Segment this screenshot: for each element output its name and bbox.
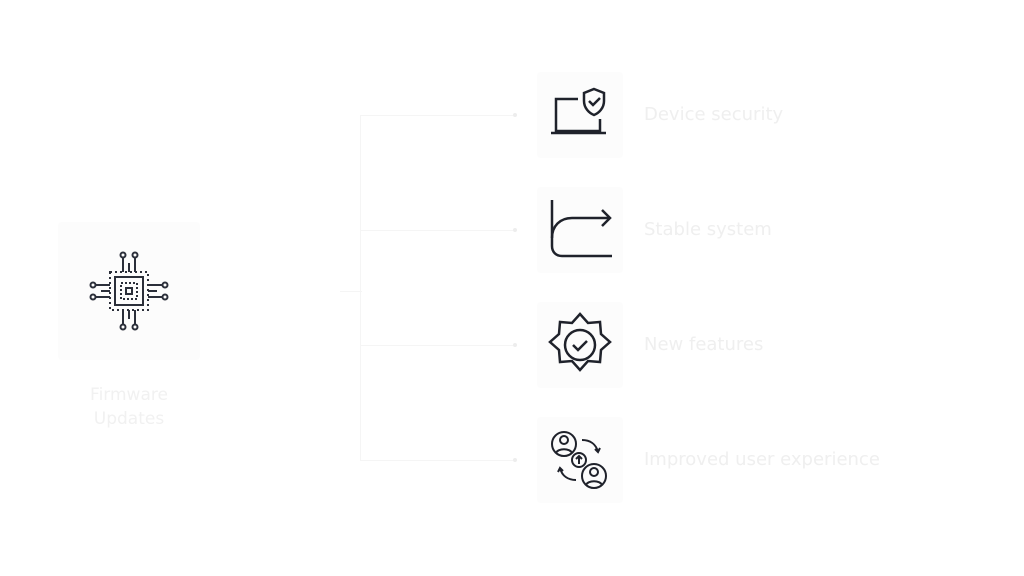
hub-label: Firmware Updates bbox=[58, 383, 200, 431]
connector-dot bbox=[513, 113, 517, 117]
connector-branch-3 bbox=[360, 345, 515, 346]
connector-trunk bbox=[340, 291, 362, 292]
item-device-security bbox=[537, 72, 623, 158]
item-label: Improved user experience bbox=[644, 449, 880, 470]
connector-branch-4 bbox=[360, 460, 515, 461]
connector-branch-1 bbox=[360, 115, 515, 116]
connector-dot bbox=[513, 343, 517, 347]
item-improved-ux bbox=[537, 417, 623, 503]
connector-dot bbox=[513, 458, 517, 462]
item-new-features bbox=[537, 302, 623, 388]
item-label: New features bbox=[644, 334, 764, 355]
item-stable-system bbox=[537, 187, 623, 273]
laptop-shield-icon bbox=[551, 87, 606, 135]
connector-branch-2 bbox=[360, 230, 515, 231]
connector-dot bbox=[513, 228, 517, 232]
hub-label-line1: Firmware bbox=[90, 385, 168, 405]
connector-spine bbox=[360, 115, 361, 460]
item-label: Device security bbox=[644, 104, 784, 125]
branch-arrow-icon bbox=[550, 200, 612, 258]
hub-node bbox=[58, 222, 200, 360]
hub-label-line2: Updates bbox=[93, 409, 165, 429]
item-label: Stable system bbox=[644, 219, 772, 240]
circuit-chip-icon bbox=[89, 251, 169, 331]
badge-check-icon bbox=[548, 312, 612, 372]
users-sync-icon bbox=[551, 431, 607, 489]
